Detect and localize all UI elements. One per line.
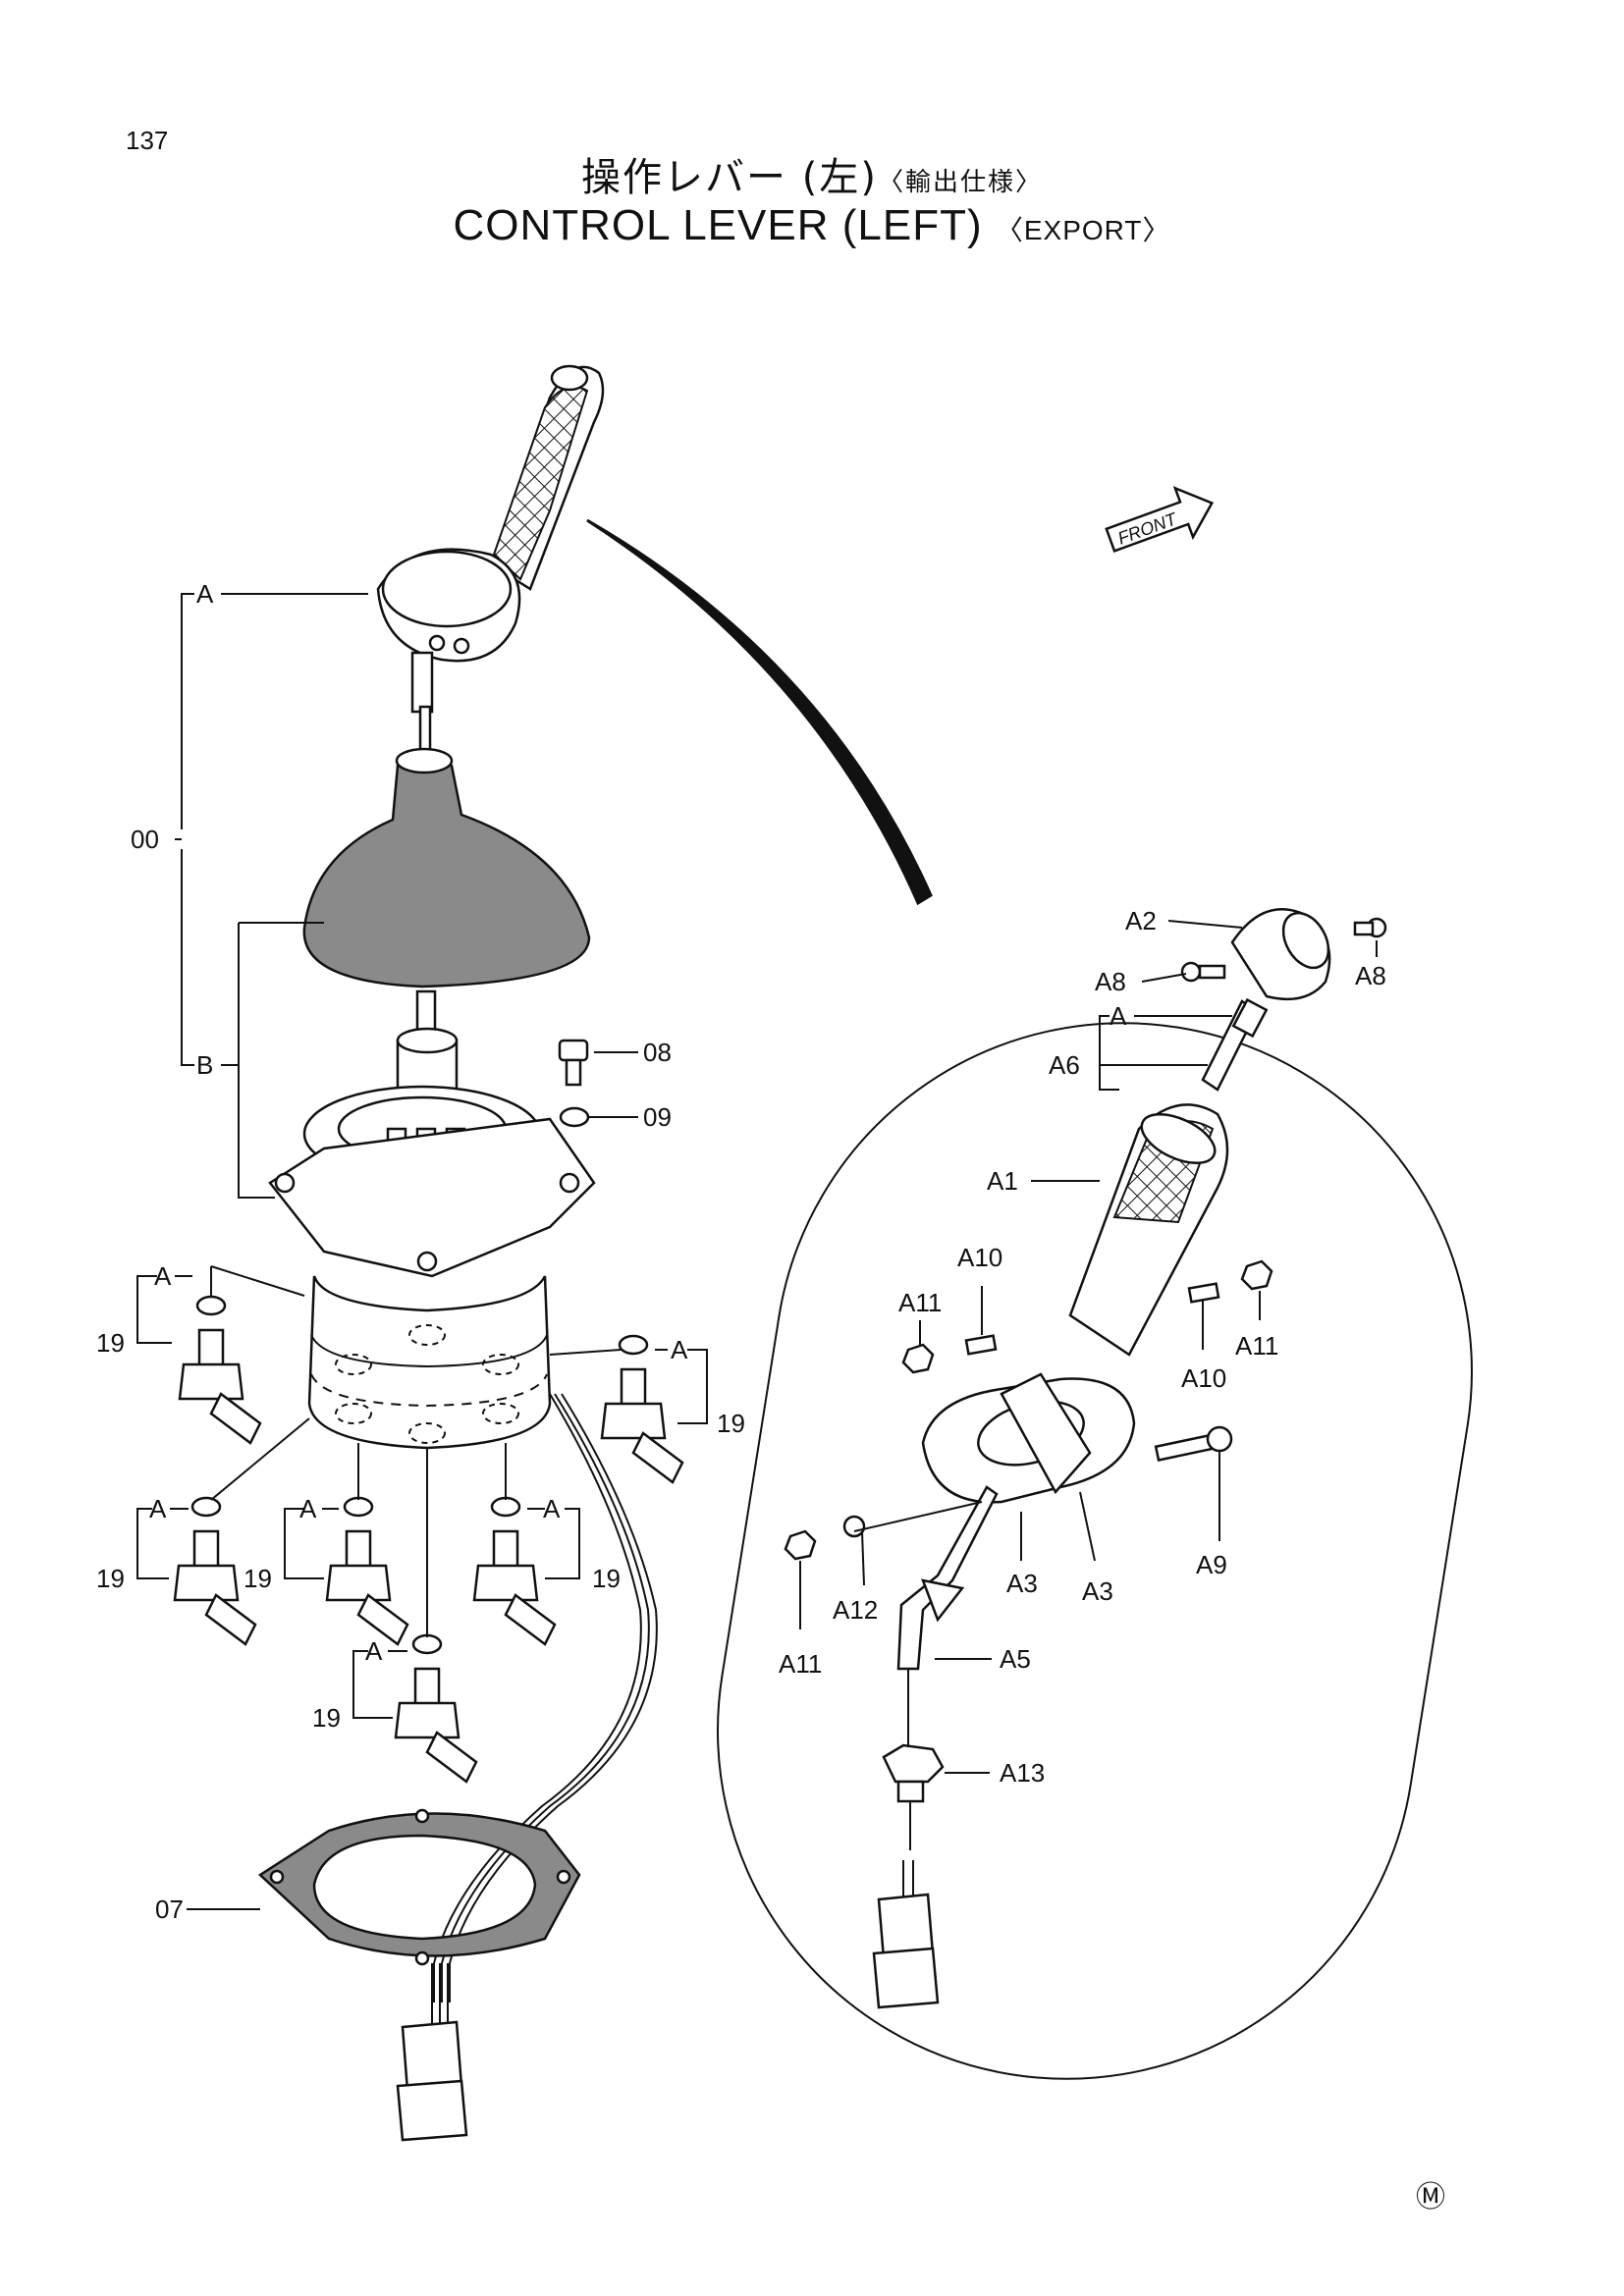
label-A10-2: A10 [1181,1363,1226,1393]
label-A-fitting-5: A [543,1494,561,1523]
tube-A5 [896,1485,999,1671]
bolt-08 [558,1039,589,1087]
nut-A11-2 [1240,1259,1273,1291]
detail-oval [717,1022,1473,2080]
nut-A13 [882,1743,945,1784]
nut-A11-1 [901,1343,935,1374]
label-A-fitting-1: A [154,1261,172,1291]
washer-09 [559,1106,590,1128]
screw-A10-1 [964,1334,998,1356]
grip-A1 [1068,1103,1229,1357]
screw-A10-2 [1187,1282,1220,1304]
label-09: 09 [643,1102,672,1132]
label-19-4: 19 [244,1564,272,1593]
lever-collar [376,548,521,663]
title-japanese-main: 操作レバー (左) [581,155,878,200]
label-A-detail: A [1110,1001,1127,1031]
label-A9: A9 [1196,1550,1227,1579]
screw-A8-2 [1353,917,1387,938]
label-A11-2: A11 [1235,1331,1278,1361]
label-A11-3: A11 [779,1649,822,1679]
label-A-fitting-2: A [671,1335,688,1364]
label-A6: A6 [1049,1050,1080,1080]
label-A12: A12 [833,1595,878,1625]
detail-connector-curve [586,518,933,906]
clamp-A3 [921,1372,1136,1504]
leader-lines-detail [799,920,1378,1774]
leader-lines-left [136,593,708,1910]
front-arrow-icon: FRONT [1105,486,1215,553]
label-A5: A5 [1000,1644,1031,1674]
label-19-2: 19 [717,1409,745,1438]
title-japanese: 操作レバー (左)〈輸出仕様〉 [0,145,1624,202]
label-A-fitting-6: A [365,1636,383,1666]
page-number: 137 [126,126,169,155]
label-A3-2: A3 [1082,1576,1113,1606]
screw-A8-1 [1180,961,1226,983]
ring-A12 [842,1515,866,1538]
title-english-main: CONTROL LEVER (LEFT) [453,201,983,249]
label-A13: A13 [1000,1758,1045,1788]
label-19-1: 19 [96,1328,125,1358]
bolt-A9 [1154,1425,1233,1462]
label-A11-1: A11 [898,1288,942,1317]
knob-A2 [1230,908,1331,1001]
title-japanese-sub: 〈輸出仕様〉 [877,168,1043,197]
nut-A11-3 [784,1529,817,1561]
label-B: B [196,1050,213,1080]
fitting-group [173,1265,684,1784]
lever-assembly [257,364,658,2142]
label-A-fitting-3: A [149,1494,167,1523]
detail-parts [784,908,1387,2009]
label-08: 08 [643,1038,672,1067]
label-19-6: 19 [312,1703,341,1733]
label-A8-2: A8 [1355,961,1386,990]
label-A10-1: A10 [957,1243,1002,1272]
label-07: 07 [155,1895,184,1924]
label-A2: A2 [1125,906,1157,935]
label-19-5: 19 [592,1564,621,1593]
title-english: CONTROL LEVER (LEFT) 〈EXPORT〉 [0,201,1624,250]
valve-body [307,1275,552,1450]
rubber-boot [302,754,591,988]
lever-grip [489,364,605,591]
label-A1: A1 [987,1166,1018,1196]
label-00: 00 [131,825,159,854]
label-A8-1: A8 [1095,967,1126,996]
label-A-top: A [196,579,214,609]
m-mark-icon: Ⓜ [1416,2180,1445,2215]
title-english-sub: 〈EXPORT〉 [995,215,1171,245]
label-19-3: 19 [96,1564,125,1593]
label-A3-1: A3 [1006,1569,1038,1598]
gasket [257,1808,581,1966]
label-A-fitting-4: A [299,1494,317,1523]
mounting-plate [268,1117,596,1278]
cable [441,1393,650,2002]
